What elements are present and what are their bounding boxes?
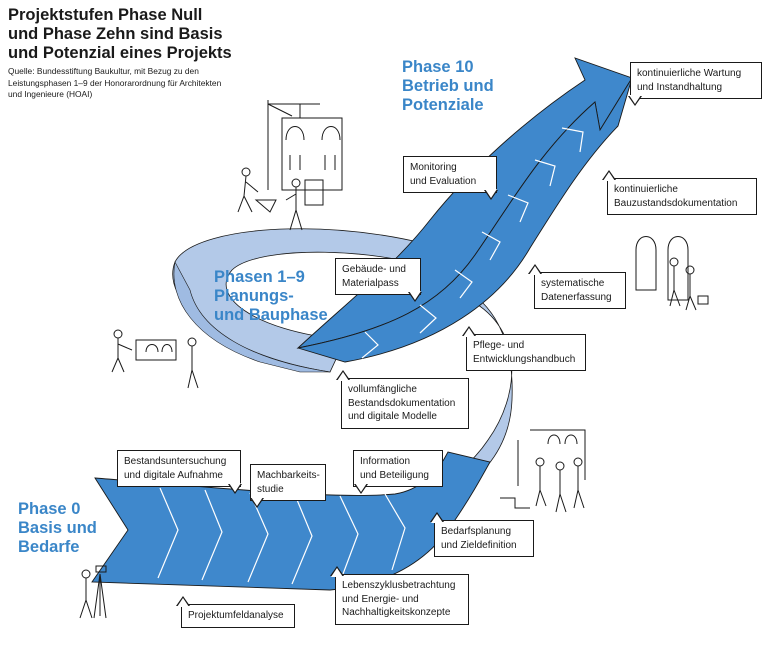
- workers-illustration: [237, 167, 303, 231]
- callout-bestandsuntersuchung: Bestandsuntersuchung und digitale Aufnah…: [117, 450, 241, 487]
- callout-tail: [462, 326, 476, 337]
- callout-line: und digitale Aufnahme: [124, 469, 223, 481]
- phase-line: Potenziale: [402, 96, 484, 114]
- callout-line: und Energie- und: [342, 593, 419, 605]
- callout-machbarkeit: Machbarkeits- studie: [250, 464, 326, 501]
- callout-line: kontinuierliche Wartung: [637, 68, 742, 79]
- callout-tail: [176, 596, 190, 607]
- callout-line: und Zieldefinition: [441, 539, 517, 551]
- callout-line: Nachhaltigkeitskonzepte: [342, 607, 451, 618]
- source-line: und Ingenieure (HOAI): [8, 89, 93, 99]
- people-illustration-right: [500, 429, 586, 513]
- callout-tail: [354, 483, 368, 494]
- phase-line: Phase 10: [402, 58, 474, 76]
- phase-line: Phase 0: [18, 500, 81, 518]
- callout-line: Entwicklungshandbuch: [473, 353, 576, 365]
- callout-line: und Evaluation: [410, 175, 477, 187]
- loop-band-left: [173, 261, 331, 373]
- callout-line: Gebäude- und: [342, 264, 406, 275]
- building-illustration-right: [635, 236, 709, 311]
- callout-line: vollumfängliche: [348, 384, 417, 395]
- callout-line: Datenerfassung: [541, 291, 612, 303]
- phase-10-label: Phase 10 Betrieb und Potenziale: [402, 58, 494, 115]
- phase-line: und Bauphase: [214, 306, 328, 324]
- callout-tail: [602, 170, 616, 181]
- callout-tail: [250, 497, 264, 508]
- callout-line: systematische: [541, 278, 605, 289]
- callout-line: und Instandhaltung: [637, 81, 723, 93]
- callout-wartung: kontinuierliche Wartung und Instandhaltu…: [630, 62, 762, 99]
- phase-1-9-label: Phasen 1–9 Planungs- und Bauphase: [214, 268, 328, 325]
- phase-line: Planungs-: [214, 287, 294, 305]
- phase-line: Bedarfe: [18, 538, 80, 556]
- callout-line: Pflege- und: [473, 340, 525, 351]
- callout-monitoring: Monitoring und Evaluation: [403, 156, 497, 193]
- title-line: Projektstufen Phase Null: [8, 6, 203, 24]
- callout-line: Machbarkeits-: [257, 470, 320, 481]
- callout-line: Materialpass: [342, 277, 399, 289]
- title-line: und Phase Zehn sind Basis: [8, 25, 223, 43]
- source-line: Leistungsphasen 1–9 der Honorarordnung f…: [8, 77, 222, 88]
- phase-line: Basis und: [18, 519, 97, 537]
- callout-datenerfassung: systematische Datenerfassung: [534, 272, 626, 309]
- callout-line: Lebenszyklusbetrachtung: [342, 580, 456, 591]
- callout-tail: [628, 95, 642, 106]
- callout-bestandsdoku: vollumfängliche Bestandsdokumentation un…: [341, 378, 469, 429]
- callout-tail: [228, 483, 242, 494]
- callout-materialpass: Gebäude- und Materialpass: [335, 258, 421, 295]
- callout-line: Bauzustandsdokumentation: [614, 197, 738, 209]
- callout-line: Bestandsdokumentation: [348, 397, 456, 409]
- upper-chevrons: [361, 127, 584, 359]
- callout-lebenszyklus: Lebenszyklusbetrachtung und Energie- und…: [335, 574, 469, 625]
- title-line: und Potenzial eines Projekts: [8, 44, 232, 62]
- callout-line: kontinuierliche: [614, 184, 678, 195]
- callout-tail: [336, 370, 350, 381]
- building-illustration-top: [267, 100, 343, 206]
- source-line: Quelle: Bundesstiftung Baukultur, mit Be…: [8, 66, 199, 76]
- callout-information: Information und Beteiligung: [353, 450, 443, 487]
- lower-chevrons: [157, 487, 406, 585]
- callout-tail: [330, 566, 344, 577]
- upper-arrow-body: [297, 77, 633, 363]
- surveyor-illustration: [79, 565, 107, 619]
- callout-line: Projektumfeldanalyse: [188, 610, 284, 621]
- callout-line: Monitoring: [410, 162, 457, 173]
- phase-0-label: Phase 0 Basis und Bedarfe: [18, 500, 97, 557]
- callout-line: Bedarfsplanung: [441, 526, 512, 537]
- diagram-title: Projektstufen Phase Null und Phase Zehn …: [8, 6, 328, 63]
- callout-tail: [528, 264, 542, 275]
- callout-tail: [408, 291, 422, 302]
- callout-line: und Beteiligung: [360, 469, 429, 481]
- callout-projektumfeld: Projektumfeldanalyse: [181, 604, 295, 628]
- callout-bedarfsplanung: Bedarfsplanung und Zieldefinition: [434, 520, 534, 557]
- phase-line: Phasen 1–9: [214, 268, 305, 286]
- callout-line: Bestandsuntersuchung: [124, 456, 227, 467]
- callout-tail: [484, 189, 498, 200]
- source-note: Quelle: Bundesstiftung Baukultur, mit Be…: [8, 66, 308, 101]
- callout-bauzustand: kontinuierliche Bauzustandsdokumentation: [607, 178, 757, 215]
- phase-line: Betrieb und: [402, 77, 494, 95]
- callout-line: Information: [360, 456, 411, 467]
- callout-line: studie: [257, 483, 284, 495]
- callout-pflege: Pflege- und Entwicklungshandbuch: [466, 334, 586, 371]
- people-illustration-left: [111, 329, 199, 389]
- callout-tail: [430, 512, 444, 523]
- callout-line: und digitale Modelle: [348, 411, 437, 422]
